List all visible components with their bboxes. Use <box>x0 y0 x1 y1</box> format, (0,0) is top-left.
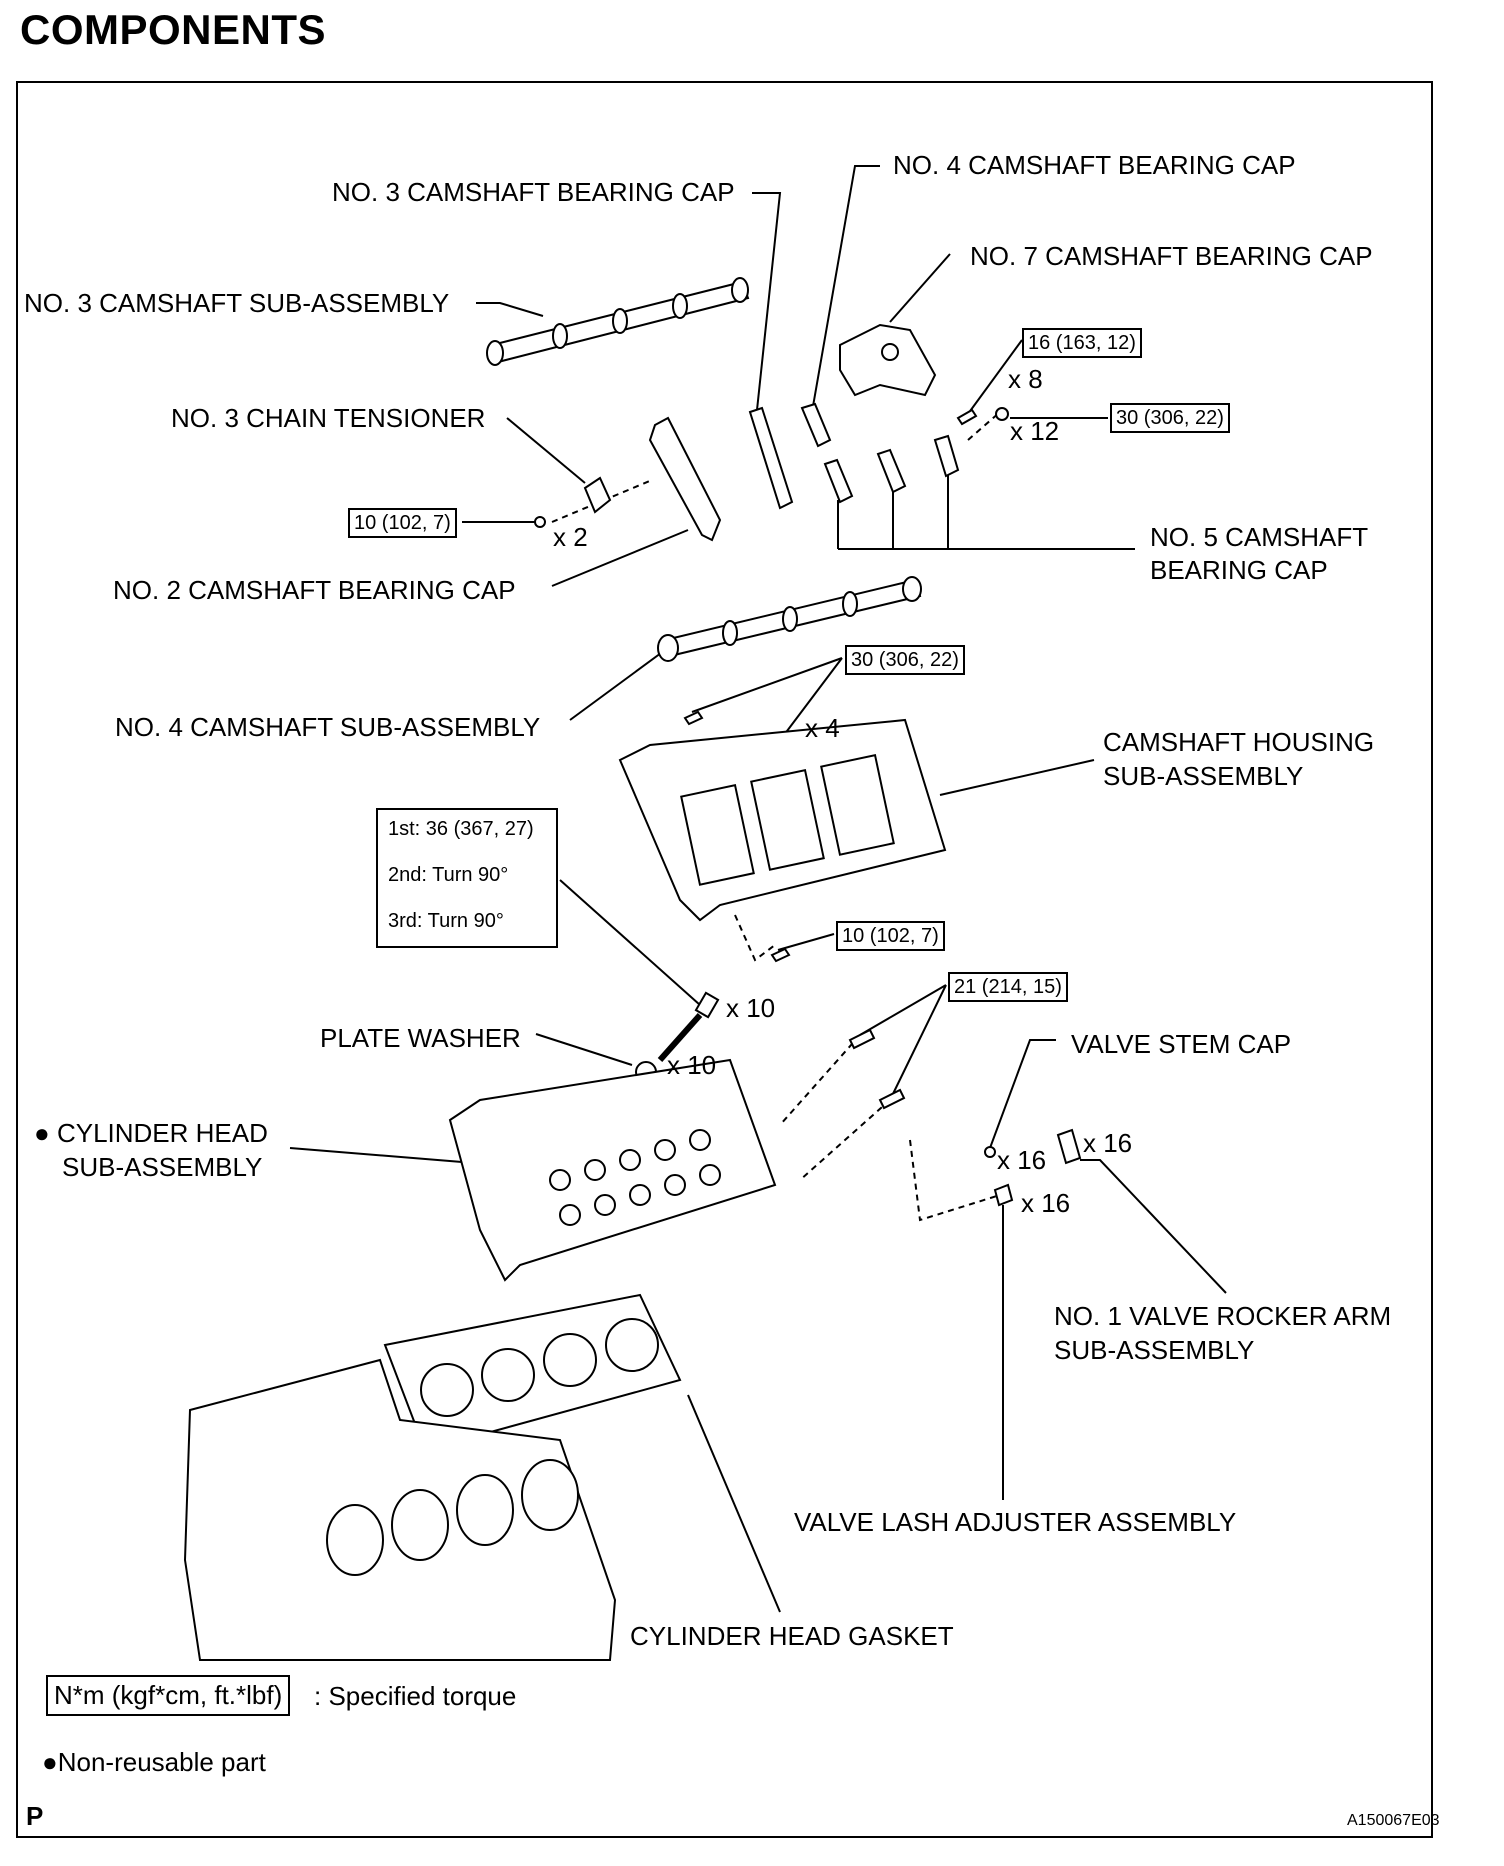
torque-spec-30-lower: 30 (306, 22) <box>845 645 965 675</box>
leader-no4-cap <box>811 165 880 413</box>
leader-valve-stem-cap <box>989 1039 1056 1149</box>
label-rocker-arm-line1: NO. 1 VALVE ROCKER ARM <box>1054 1301 1392 1331</box>
chain-tensioner-drawing <box>534 476 612 528</box>
leader-t21 <box>859 984 947 1101</box>
label-no5-bearing-cap-line1: NO. 5 CAMSHAFT <box>1150 522 1369 552</box>
label-no2-bearing-cap: NO. 2 CAMSHAFT BEARING CAP <box>113 575 516 605</box>
label-no4-bearing-cap: NO. 4 CAMSHAFT BEARING CAP <box>893 150 1296 180</box>
figure-code: A150067E03 <box>1347 1812 1440 1829</box>
label-no3-bearing-cap: NO. 3 CAMSHAFT BEARING CAP <box>332 177 735 207</box>
no7-cap-drawing <box>839 323 937 397</box>
legend-nonreusable: ●Non-reusable part <box>42 1747 266 1777</box>
bearing-caps-drawing <box>748 402 960 510</box>
label-no3-chain-tensioner: NO. 3 CHAIN TENSIONER <box>171 403 486 433</box>
leader-no3-camshaft <box>476 302 544 317</box>
qty-x10-bolt: x 10 <box>726 993 776 1023</box>
label-no5-bearing-cap-line2: BEARING CAP <box>1150 555 1328 585</box>
no4-camshaft-drawing <box>657 576 922 662</box>
leader-multi-torque <box>559 879 701 1006</box>
torque-spec-21: 21 (214, 15) <box>948 972 1068 1002</box>
label-no4-camshaft: NO. 4 CAMSHAFT SUB-ASSEMBLY <box>115 712 541 742</box>
label-head-gasket: CYLINDER HEAD GASKET <box>630 1621 954 1651</box>
qty-x16-cap: x 16 <box>997 1145 1047 1175</box>
leader-t10b <box>777 933 835 951</box>
legend-torque-text: : Specified torque <box>314 1681 517 1711</box>
footer-letter: P <box>26 1801 44 1831</box>
leader-no7-cap <box>889 253 951 323</box>
nonreusable-dot-icon: ● <box>34 1118 50 1148</box>
leader-no5-cap <box>837 470 1135 550</box>
torque-spec-10-lower: 10 (102, 7) <box>836 921 945 951</box>
torque-step-3: 3rd: Turn 90° <box>388 910 504 932</box>
no2-cap-drawing <box>648 416 722 542</box>
label-rocker-arm-line2: SUB-ASSEMBLY <box>1054 1335 1255 1365</box>
label-valve-stem-cap: VALVE STEM CAP <box>1071 1029 1292 1059</box>
torque-spec-multistage: 1st: 36 (367, 27) 2nd: Turn 90° 3rd: Tur… <box>376 808 558 948</box>
leader-no4-camshaft <box>569 641 677 721</box>
leader-cylinder-head <box>289 1147 463 1163</box>
label-plate-washer: PLATE WASHER <box>320 1023 521 1053</box>
qty-x16-rocker: x 16 <box>1083 1128 1133 1158</box>
engine-block-drawing <box>183 1358 617 1661</box>
qty-x2: x 2 <box>553 522 588 552</box>
label-no3-camshaft: NO. 3 CAMSHAFT SUB-ASSEMBLY <box>24 288 450 318</box>
leader-head-gasket <box>687 1394 781 1613</box>
qty-x8: x 8 <box>1008 364 1043 394</box>
leader-no3-cap <box>752 192 782 411</box>
qty-x12: x 12 <box>1010 416 1060 446</box>
page-title: COMPONENTS <box>20 6 327 53</box>
label-camshaft-housing-line1: CAMSHAFT HOUSING <box>1103 727 1375 757</box>
label-cylinder-head-line2: SUB-ASSEMBLY <box>62 1152 263 1182</box>
torque-step-1: 1st: 36 (367, 27) <box>388 818 534 840</box>
cylinder-head-drawing <box>448 1058 777 1282</box>
no3-camshaft-drawing <box>486 277 750 366</box>
torque-spec-16: 16 (163, 12) <box>1022 328 1142 358</box>
qty-x10-washer: x 10 <box>667 1050 717 1080</box>
label-camshaft-housing-line2: SUB-ASSEMBLY <box>1103 761 1304 791</box>
leader-no2-cap <box>551 529 689 587</box>
leader-housing <box>939 759 1095 796</box>
leader-t30b <box>691 657 843 736</box>
camshaft-housing-drawing <box>618 718 947 922</box>
nonreusable-dot-icon: ● <box>42 1747 58 1777</box>
head-gasket-drawing <box>383 1293 682 1452</box>
legend-torque-box: N*m (kgf*cm, ft.*lbf) <box>46 1675 291 1716</box>
leader-plate-washer <box>535 1033 633 1066</box>
leader-rocker-arm <box>1080 1159 1227 1294</box>
label-no7-bearing-cap: NO. 7 CAMSHAFT BEARING CAP <box>970 241 1373 271</box>
qty-x16-adjuster: x 16 <box>1021 1188 1071 1218</box>
leader-t16 <box>964 339 1023 419</box>
label-lash-adjuster: VALVE LASH ADJUSTER ASSEMBLY <box>794 1507 1237 1537</box>
leader-chain-tensioner <box>506 417 586 484</box>
torque-spec-30-upper: 30 (306, 22) <box>1110 403 1230 433</box>
diagram-frame <box>16 81 1433 1838</box>
torque-step-2: 2nd: Turn 90° <box>388 864 509 886</box>
qty-x4: x 4 <box>805 713 840 743</box>
torque-spec-10-upper: 10 (102, 7) <box>348 508 457 538</box>
label-cylinder-head-line1: ● CYLINDER HEAD <box>34 1118 268 1148</box>
